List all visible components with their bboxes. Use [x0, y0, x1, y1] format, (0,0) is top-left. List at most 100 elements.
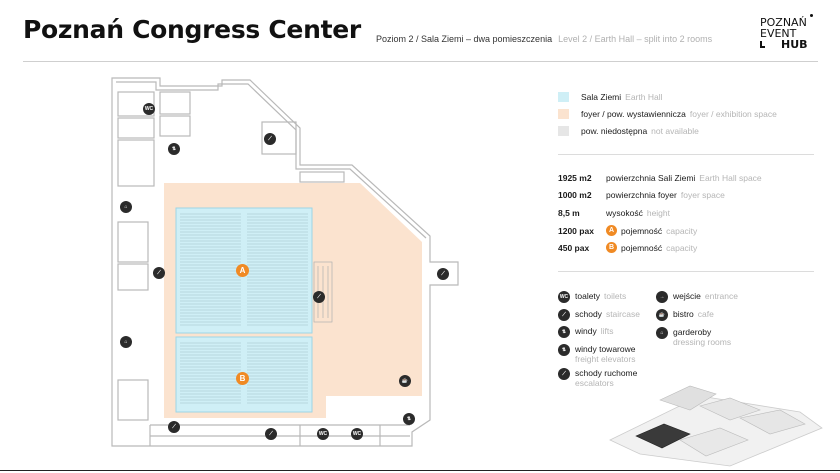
service-room [159, 91, 191, 115]
legend-unavailable-pl: pow. niedostępna [581, 126, 648, 136]
site-minimap [609, 385, 823, 467]
legend-unavailable-en: not available [651, 126, 699, 136]
stat-label-en: height [646, 208, 671, 218]
legend-hall-en: Earth Hall [625, 92, 663, 102]
service-room [117, 263, 149, 291]
cloak-icon: ⌂ [120, 201, 132, 213]
building-outline [111, 77, 459, 447]
capacity-badge-a: A [606, 225, 617, 236]
stat-label: pojemność [621, 242, 663, 253]
cloak-icon: ⌂ [656, 327, 668, 339]
service-room [117, 379, 149, 421]
stat-label-en: foyer space [680, 190, 725, 200]
icon-label-en: dressing rooms [673, 337, 732, 347]
logo-line-1: POZNAŃ [760, 16, 807, 29]
brand-logo: POZNAŃ EVENT HUB [760, 14, 813, 51]
service-room [299, 171, 345, 183]
icon-label: toalety [575, 291, 601, 301]
icon-label-en: staircase [605, 309, 640, 319]
lift-icon: ⇅ [403, 413, 415, 425]
stat-label: powierzchnia foyer [606, 190, 677, 200]
stat-label: wysokość [606, 208, 643, 218]
cloak-icon: ⌂ [120, 336, 132, 348]
icon-label-en: cafe [697, 309, 714, 319]
capacity-badge-b: B [606, 242, 617, 253]
wc-icon: WC [351, 428, 363, 440]
wc-icon: WC [317, 428, 329, 440]
icon-label: wejście [673, 291, 701, 301]
legend-divider [558, 154, 814, 155]
stat-label-en: capacity [666, 242, 698, 253]
freight-elevator-icon: ⇅ [558, 344, 570, 356]
stat-value: 8,5 m [558, 208, 580, 218]
header-divider [23, 61, 818, 62]
cafe-icon: ☕ [399, 375, 411, 387]
icon-label-en: toilets [604, 291, 627, 301]
wc-icon: WC [143, 103, 155, 115]
stat-label: powierzchnia Sali Ziemi [606, 173, 696, 183]
icon-label-en: freight elevators [575, 354, 636, 364]
room-b-badge: B [236, 372, 249, 385]
cafe-icon: ☕ [656, 309, 668, 321]
stats-divider [558, 271, 814, 272]
service-room [117, 139, 155, 187]
service-room [261, 121, 297, 155]
icon-label: windy [575, 326, 597, 336]
room-a-badge: A [236, 264, 249, 277]
legend-hall-pl: Sala Ziemi [581, 92, 622, 102]
legend-foyer-en: foyer / exhibition space [689, 109, 777, 119]
lift-icon: ⇅ [168, 143, 180, 155]
icon-label-en: entrance [704, 291, 738, 301]
service-room [117, 91, 155, 117]
icon-label-en: lifts [600, 326, 614, 336]
stat-value: 1925 m2 [558, 173, 592, 183]
entrance-icon: → [656, 291, 668, 303]
bottom-rule [0, 470, 840, 471]
logo-line-3: HUB [781, 38, 808, 51]
subtitle-en: Level 2 / Earth Hall – split into 2 room… [558, 34, 713, 44]
seating-rows [180, 213, 308, 404]
stairs-icon: ⟋ [437, 268, 449, 280]
page-title: Poznań Congress Center [23, 15, 361, 44]
inner-wall [116, 81, 427, 239]
swatch-unavailable [558, 126, 569, 136]
page-subtitle: Poziom 2 / Sala Ziemi – dwa pomieszczeni… [376, 34, 712, 44]
icon-label: schody ruchome [575, 368, 638, 378]
escalator-icon: ⟋ [313, 291, 325, 303]
stairs-icon: ⟋ [265, 428, 277, 440]
service-room [159, 115, 191, 137]
icon-label: windy towarowe [575, 344, 636, 354]
stairs-icon: ⟋ [153, 267, 165, 279]
stat-label: pojemność [621, 225, 663, 236]
stat-value: 450 pax [558, 242, 590, 253]
stairs-icon: ⟋ [168, 421, 180, 433]
lift-icon: ⇅ [558, 326, 570, 338]
stat-label-en: capacity [666, 225, 698, 236]
icon-label: schody [575, 309, 602, 319]
logo-corner [760, 41, 765, 48]
stairs-icon: ⟋ [264, 133, 276, 145]
service-room [117, 221, 149, 263]
service-room [117, 117, 155, 139]
swatch-foyer [558, 109, 569, 119]
icon-label: bistro [673, 309, 694, 319]
icon-label: garderoby [673, 327, 712, 337]
stat-label-en: Earth Hall space [699, 173, 762, 183]
escalator-icon: ⟋ [558, 368, 570, 380]
stairs-icon: ⟋ [558, 309, 570, 321]
legend-foyer-pl: foyer / pow. wystawiennicza [581, 109, 686, 119]
